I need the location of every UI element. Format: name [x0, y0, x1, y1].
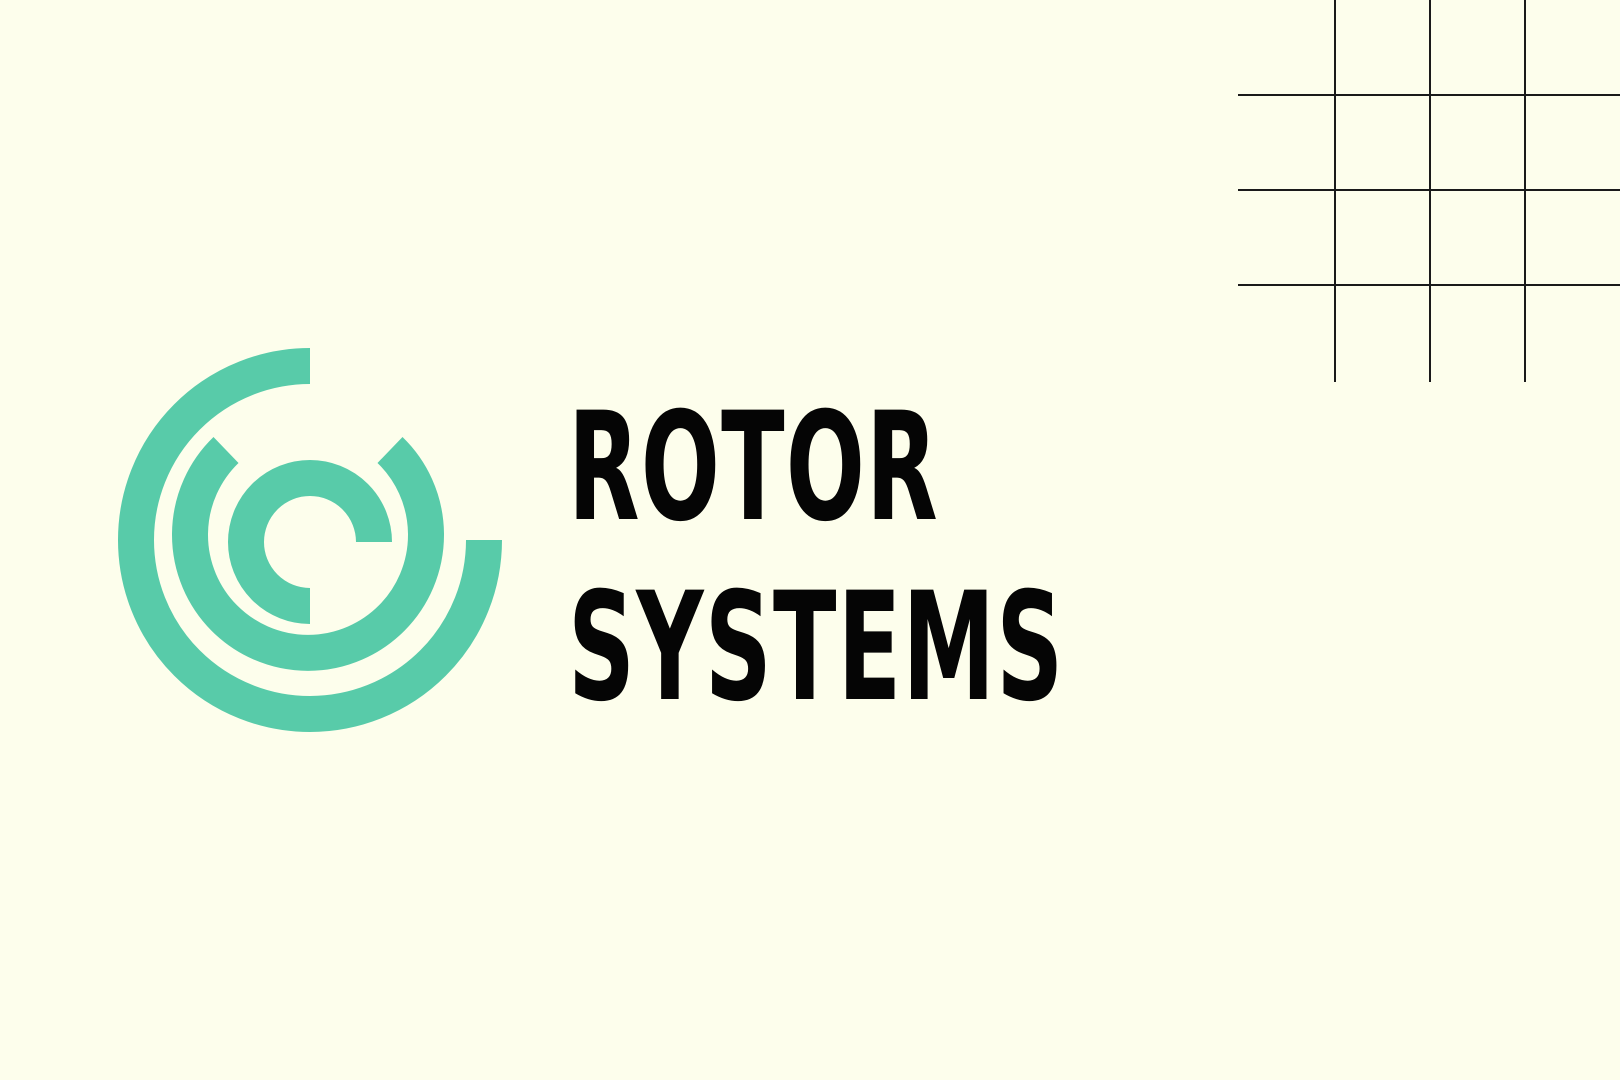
brand-wordmark: ROTOR SYSTEMS [568, 378, 1064, 738]
middle-arc [172, 437, 444, 671]
outer-arc [118, 348, 502, 732]
inner-arc [228, 460, 392, 624]
brand-name-line-1: ROTOR [568, 381, 939, 555]
brand-name-line-2: SYSTEMS [568, 561, 1065, 735]
